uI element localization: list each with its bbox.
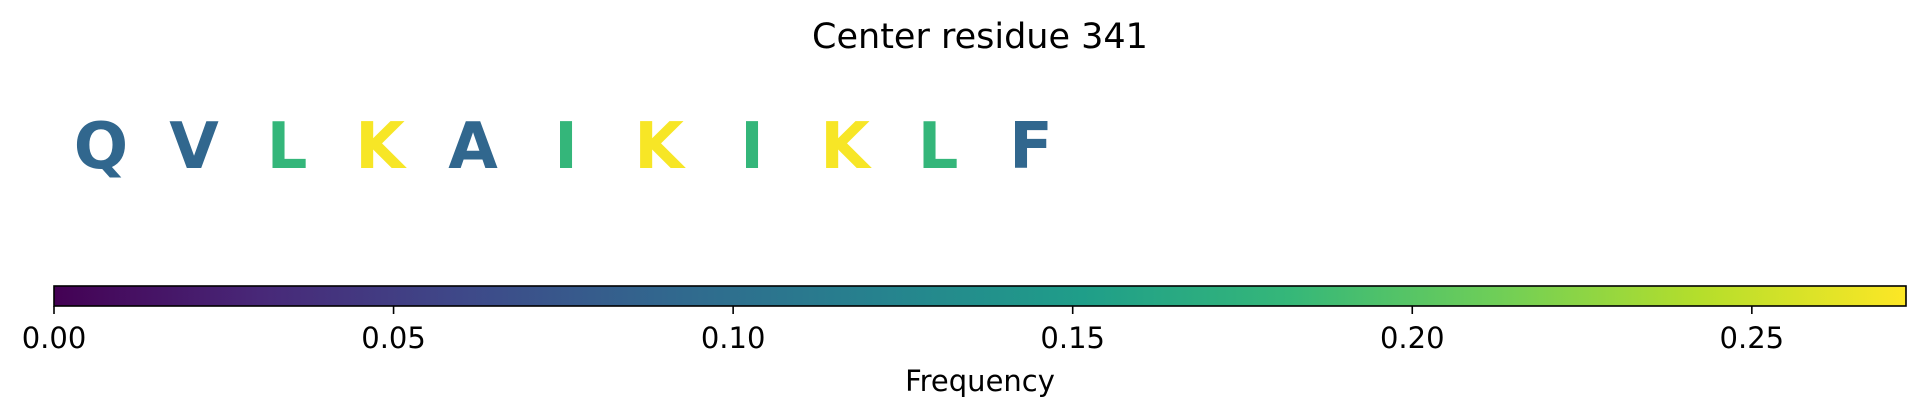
colorbar-tick-label: 0.25 — [1720, 321, 1785, 355]
colorbar-xlabel: Frequency — [905, 364, 1055, 398]
residue-letter: K — [355, 110, 407, 184]
colorbar-tick-label: 0.10 — [701, 321, 766, 355]
colorbar: 0.00 0.05 0.10 0.15 0.20 0.25 — [22, 285, 1907, 355]
colorbar-tick-label: 0.05 — [361, 321, 426, 355]
chart-title: Center residue 341 — [812, 17, 1148, 57]
colorbar-frame — [53, 285, 1907, 307]
residue-letter: V — [169, 110, 219, 184]
colorbar-tick-label: 0.15 — [1040, 321, 1105, 355]
residue-letter: A — [448, 110, 498, 184]
residue-letter: L — [918, 110, 959, 184]
residue-letter: F — [1009, 110, 1053, 184]
residue-letter: I — [554, 110, 578, 184]
residue-letter: K — [634, 110, 686, 184]
colorbar-ticks: 0.00 0.05 0.10 0.15 0.20 0.25 — [22, 306, 1784, 355]
colorbar-gradient — [54, 286, 1906, 306]
colorbar-tick-label: 0.00 — [22, 321, 87, 355]
residue-letter: Q — [74, 110, 128, 184]
residue-letter: K — [820, 110, 872, 184]
colorbar-tick-label: 0.20 — [1380, 321, 1445, 355]
residue-letter: I — [740, 110, 764, 184]
residue-letter: L — [267, 110, 308, 184]
